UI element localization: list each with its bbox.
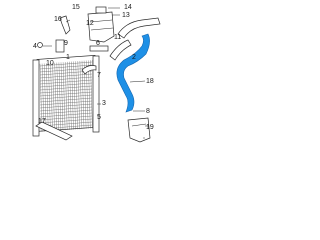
callout-10: 10 (46, 60, 54, 67)
lower-support (35, 121, 73, 141)
callout-14: 14 (124, 4, 132, 11)
part-9 (55, 39, 65, 53)
parts-diagram: 14 13 12 15 16 11 4 9 6 1 2 10 7 18 3 5 … (0, 0, 200, 147)
radiator-fin (73, 61, 76, 130)
callout-18: 18 (146, 78, 154, 85)
callout-6: 6 (96, 40, 100, 47)
radiator-fin (39, 61, 93, 67)
callout-11: 11 (114, 34, 122, 41)
radiator-fin (48, 63, 51, 132)
radiator-fin (81, 60, 85, 129)
diagram-drawing (32, 6, 161, 143)
radiator-fin (44, 63, 47, 132)
callout-17: 17 (38, 118, 46, 125)
callout-2: 2 (132, 54, 136, 61)
radiator-fin (39, 115, 93, 121)
callout-16: 16 (54, 16, 62, 23)
radiator-fin (54, 62, 57, 131)
radiator-fin (56, 62, 59, 131)
radiator-fin (52, 62, 55, 131)
bolt-4 (37, 42, 43, 48)
radiator-fin (39, 112, 93, 118)
radiator-fin (75, 61, 78, 130)
radiator-fin (77, 61, 80, 130)
radiator-fin (69, 61, 72, 130)
part-6 (89, 45, 109, 52)
radiator-fin (39, 79, 93, 85)
callout-8: 8 (146, 108, 150, 115)
radiator-fin (39, 73, 93, 79)
radiator-fin (71, 61, 74, 130)
radiator-fin (39, 64, 93, 70)
radiator-fin (88, 60, 91, 129)
radiator-fin (46, 63, 49, 132)
radiator-fin (39, 106, 93, 112)
callout-4: 4 (33, 43, 37, 50)
radiator-fin (39, 76, 93, 82)
upper-hose (117, 17, 161, 39)
radiator-fin (90, 60, 93, 129)
hose-7 (81, 65, 97, 75)
radiator-fin (39, 118, 93, 124)
callout-9: 9 (64, 40, 68, 47)
radiator-fin (39, 88, 93, 94)
radiator-fin (62, 62, 66, 131)
callout-13: 13 (122, 12, 130, 19)
callout-1: 1 (66, 54, 70, 61)
radiator-fin (50, 63, 53, 132)
callout-5: 5 (97, 114, 101, 121)
lower-hose-highlighted (116, 33, 150, 113)
radiator-fin (39, 100, 93, 106)
leader-lines (43, 7, 148, 139)
callout-12: 12 (86, 20, 94, 27)
radiator-fin (39, 97, 93, 103)
callout-7: 7 (97, 72, 101, 79)
radiator-fin (39, 85, 93, 91)
radiator-fin (60, 62, 64, 131)
radiator-fin (65, 62, 68, 131)
bracket-15 (59, 15, 71, 35)
radiator-fin (39, 82, 93, 88)
radiator-fin (67, 61, 70, 130)
radiator-right-tank (92, 55, 100, 133)
radiator-fin (39, 103, 93, 109)
callout-19: 19 (146, 124, 154, 131)
radiator (32, 54, 100, 137)
radiator-left-tank (32, 59, 40, 137)
callout-15: 15 (72, 4, 80, 11)
reservoir-tank (87, 6, 115, 43)
small-hose (109, 39, 132, 61)
radiator-fin (39, 94, 93, 100)
radiator-fin (58, 62, 62, 131)
radiator-fin (39, 91, 93, 97)
callout-3: 3 (102, 100, 106, 107)
radiator-fin (39, 109, 93, 115)
radiator-fin (79, 60, 83, 130)
